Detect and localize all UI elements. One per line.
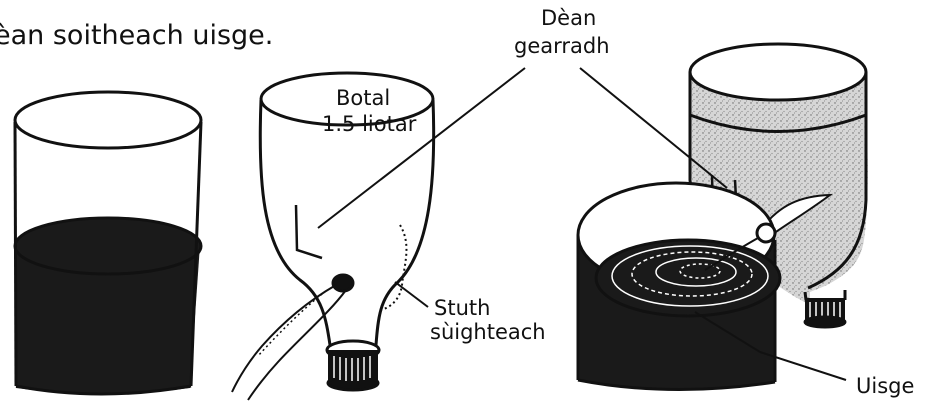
label-bottle-line2: 1.5 liotar [322,114,416,135]
label-cut-line1: Dèan [541,8,596,29]
label-water: Uisge [856,376,914,397]
label-bottle-line1: Botal [336,88,390,109]
glass-container-drawing [15,92,201,394]
assembled-waterer-drawing [578,44,868,390]
instruction-heading: èan soitheach uisge. [0,22,273,49]
label-wick-line1: Stuth [434,298,490,319]
label-wick-line2: sùighteach [430,322,546,343]
label-cut-line2: gearradh [514,36,610,57]
